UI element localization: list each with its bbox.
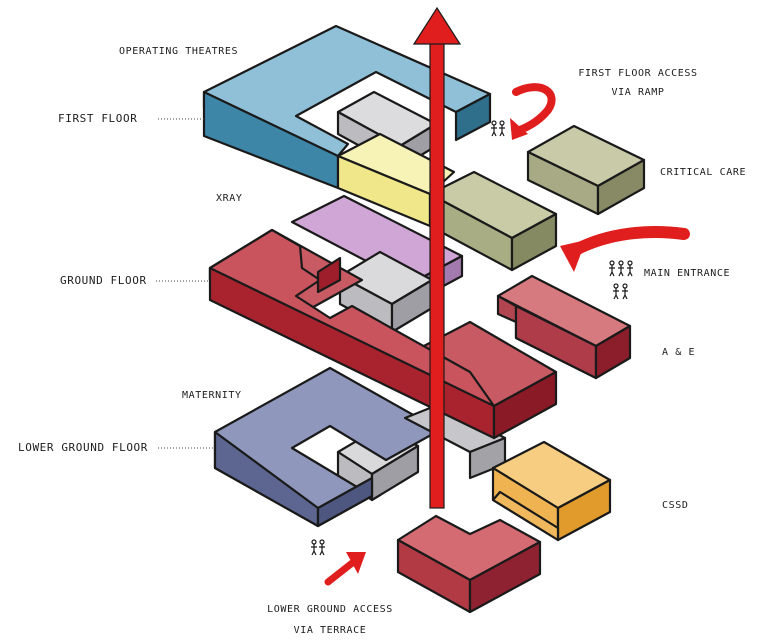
label-cssd: CSSD xyxy=(662,500,689,511)
label-first-floor: FIRST FLOOR xyxy=(58,112,138,125)
label-lower-ground-access-line2: VIA TERRACE xyxy=(293,625,367,636)
vertical-circulation-arrow xyxy=(412,6,462,509)
label-critical-care: CRITICAL CARE xyxy=(660,167,747,178)
label-operating-theatres: OPERATING THEATRES xyxy=(119,46,239,57)
first-floor-block xyxy=(202,24,646,272)
ground-floor-block xyxy=(208,194,632,440)
label-first-floor-access-line1: FIRST FLOOR ACCESS xyxy=(578,68,698,79)
people-icon xyxy=(609,260,633,300)
people-icon xyxy=(491,120,505,137)
label-ae: A & E xyxy=(662,347,696,358)
label-lower-ground-floor: LOWER GROUND FLOOR xyxy=(18,441,149,454)
ramp-arrowhead-icon xyxy=(510,118,528,140)
label-main-entrance: MAIN ENTRANCE xyxy=(644,268,731,279)
main-entrance-arrowhead-icon xyxy=(560,240,586,272)
lower-ground-arrow-icon xyxy=(324,556,360,586)
label-lower-ground-access-line1: LOWER GROUND ACCESS xyxy=(267,604,393,615)
leader-lines xyxy=(156,118,215,449)
ramp-arrow-icon xyxy=(512,83,556,134)
main-entrance-arrow-icon xyxy=(566,226,690,258)
label-first-floor-access-line2: VIA RAMP xyxy=(611,87,665,98)
people-icon xyxy=(311,539,325,556)
lower-ground-arrowhead-icon xyxy=(346,552,366,574)
label-xray: XRAY xyxy=(216,193,243,204)
label-ground-floor: GROUND FLOOR xyxy=(60,274,147,287)
label-maternity: MATERNITY xyxy=(182,390,242,401)
